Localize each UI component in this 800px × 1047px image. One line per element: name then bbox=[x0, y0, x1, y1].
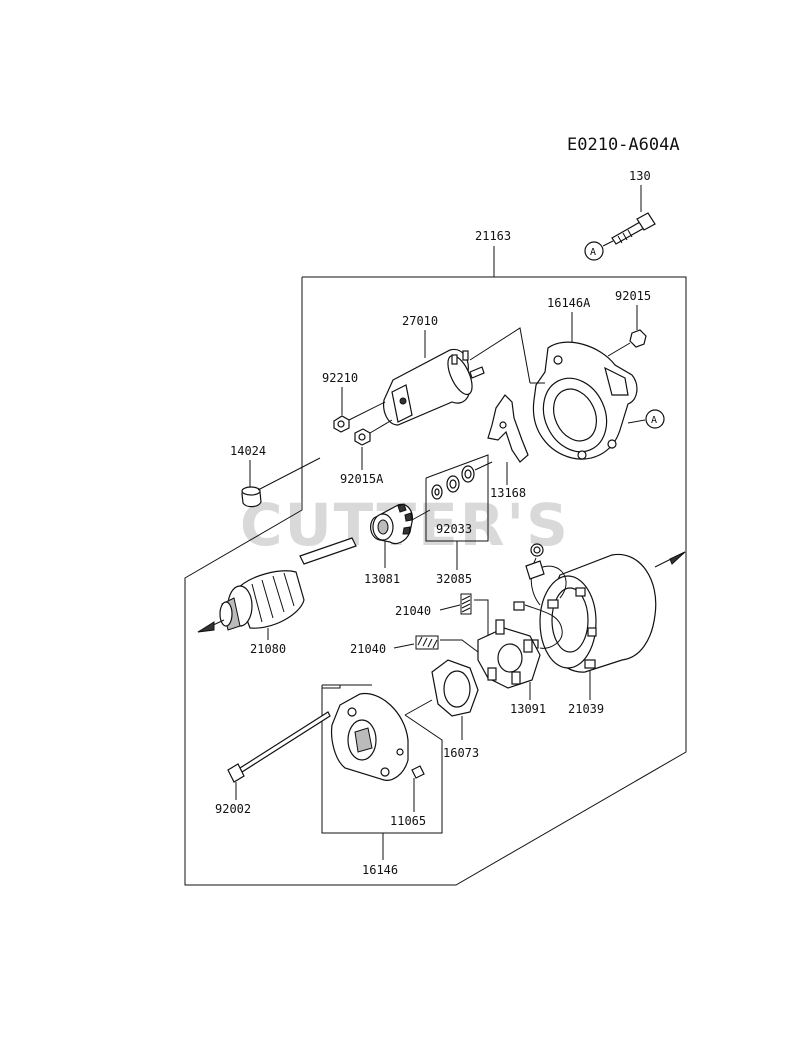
label-13168: 13168 bbox=[490, 486, 526, 500]
callout-a-top: A bbox=[584, 241, 604, 261]
callout-a-right: A bbox=[645, 409, 665, 429]
label-11065: 11065 bbox=[390, 814, 426, 828]
label-16073: 16073 bbox=[443, 746, 479, 760]
label-32085: 32085 bbox=[436, 572, 472, 586]
brush-holder-13091 bbox=[477, 619, 541, 689]
washer-92033-a bbox=[431, 484, 443, 500]
assembly-outline bbox=[184, 276, 687, 886]
leader-21040-lower bbox=[393, 643, 415, 649]
leader-21040-upper bbox=[439, 604, 461, 611]
drive-housing-16146A bbox=[532, 341, 638, 460]
armature-21080 bbox=[219, 537, 357, 631]
label-16146A: 16146A bbox=[547, 296, 591, 310]
label-130: 130 bbox=[629, 169, 651, 183]
spring-21040-upper bbox=[460, 593, 472, 615]
label-92015A: 92015A bbox=[340, 472, 384, 486]
label-16146: 16146 bbox=[362, 863, 398, 877]
shift-lever-13168 bbox=[487, 394, 529, 463]
cap-14024 bbox=[241, 486, 262, 508]
solenoid-27010 bbox=[383, 348, 485, 426]
guide-spring-upper bbox=[474, 599, 489, 638]
nut-92015A bbox=[354, 428, 371, 446]
axis-92015 bbox=[607, 342, 631, 357]
label-21040-upper: 21040 bbox=[395, 604, 431, 618]
kit-outline-16146 bbox=[321, 685, 443, 834]
svg-text:A: A bbox=[651, 415, 657, 426]
label-92033: 92033 bbox=[436, 522, 472, 536]
label-13091: 13091 bbox=[510, 702, 546, 716]
label-21040-lower: 21040 bbox=[350, 642, 386, 656]
arrow-yoke bbox=[669, 551, 686, 565]
plate-16073 bbox=[431, 659, 479, 717]
axis-14024 bbox=[257, 457, 321, 491]
label-21163: 21163 bbox=[475, 229, 511, 243]
axis-plate bbox=[404, 699, 433, 716]
diagram-code: E0210-A604A bbox=[567, 135, 680, 155]
arrow-armature bbox=[197, 621, 215, 633]
axis-washers bbox=[474, 461, 493, 471]
label-14024: 14024 bbox=[230, 444, 266, 458]
label-92210: 92210 bbox=[322, 371, 358, 385]
nut-92015 bbox=[629, 329, 647, 348]
bolt-130 bbox=[611, 212, 656, 245]
label-92015: 92015 bbox=[615, 289, 651, 303]
axis-92015A bbox=[369, 419, 393, 434]
leader-callout-a-right bbox=[627, 419, 646, 424]
end-frame bbox=[330, 692, 409, 781]
kit-outline-32085 bbox=[425, 454, 489, 542]
solenoid-guide bbox=[469, 327, 531, 384]
label-21039: 21039 bbox=[568, 702, 604, 716]
label-92002: 92002 bbox=[215, 802, 251, 816]
plug-11065 bbox=[411, 765, 425, 779]
axis-92210 bbox=[348, 401, 386, 421]
pinion-gear-13081 bbox=[370, 503, 413, 545]
washer-92033-c bbox=[461, 465, 475, 483]
nut-92210 bbox=[333, 415, 350, 433]
label-21080: 21080 bbox=[250, 642, 286, 656]
washer-92033-b bbox=[446, 475, 460, 493]
label-13081: 13081 bbox=[364, 572, 400, 586]
through-bolt-92002 bbox=[227, 711, 331, 783]
yoke-assembly bbox=[539, 553, 657, 673]
guide-spring-lower bbox=[440, 639, 479, 653]
svg-text:A: A bbox=[590, 247, 596, 258]
label-27010: 27010 bbox=[402, 314, 438, 328]
axis-pinion bbox=[411, 509, 431, 521]
spring-21040-lower bbox=[415, 635, 439, 650]
leader-callout-a-top bbox=[602, 240, 614, 247]
